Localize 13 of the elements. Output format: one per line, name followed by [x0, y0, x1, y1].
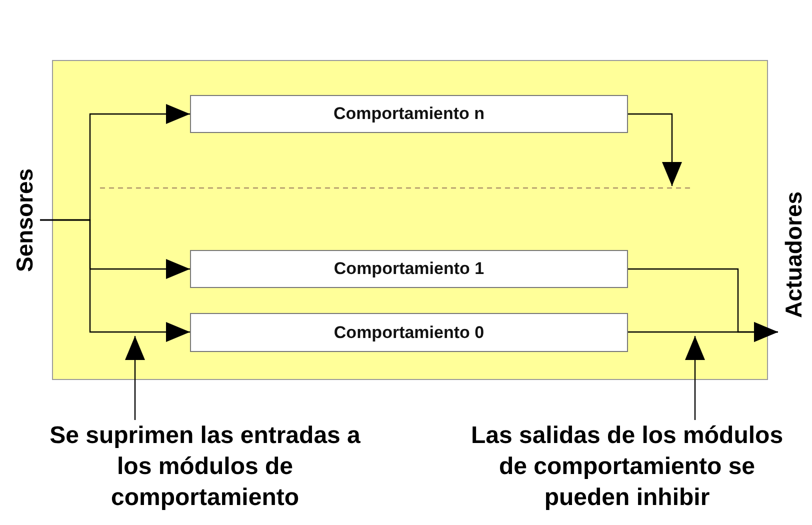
behavior-box: Comportamiento n [190, 95, 628, 133]
behavior-box: Comportamiento 1 [190, 250, 628, 288]
note-text: Las salidas de los módulos de comportamiento se pueden inhibir [462, 420, 792, 515]
actuator-label: Actuadores [778, 165, 810, 345]
arrow [628, 113, 682, 186]
arrow [40, 219, 190, 342]
sensor-label: Sensores [10, 150, 40, 290]
leader-line [125, 336, 145, 420]
behavior-box: Comportamiento 0 [190, 313, 628, 352]
note-text: Se suprimen las entradas a los módulos de comportamiento [45, 420, 365, 515]
arrow [628, 322, 778, 342]
module-panel [52, 60, 768, 380]
leader-line [685, 336, 705, 420]
